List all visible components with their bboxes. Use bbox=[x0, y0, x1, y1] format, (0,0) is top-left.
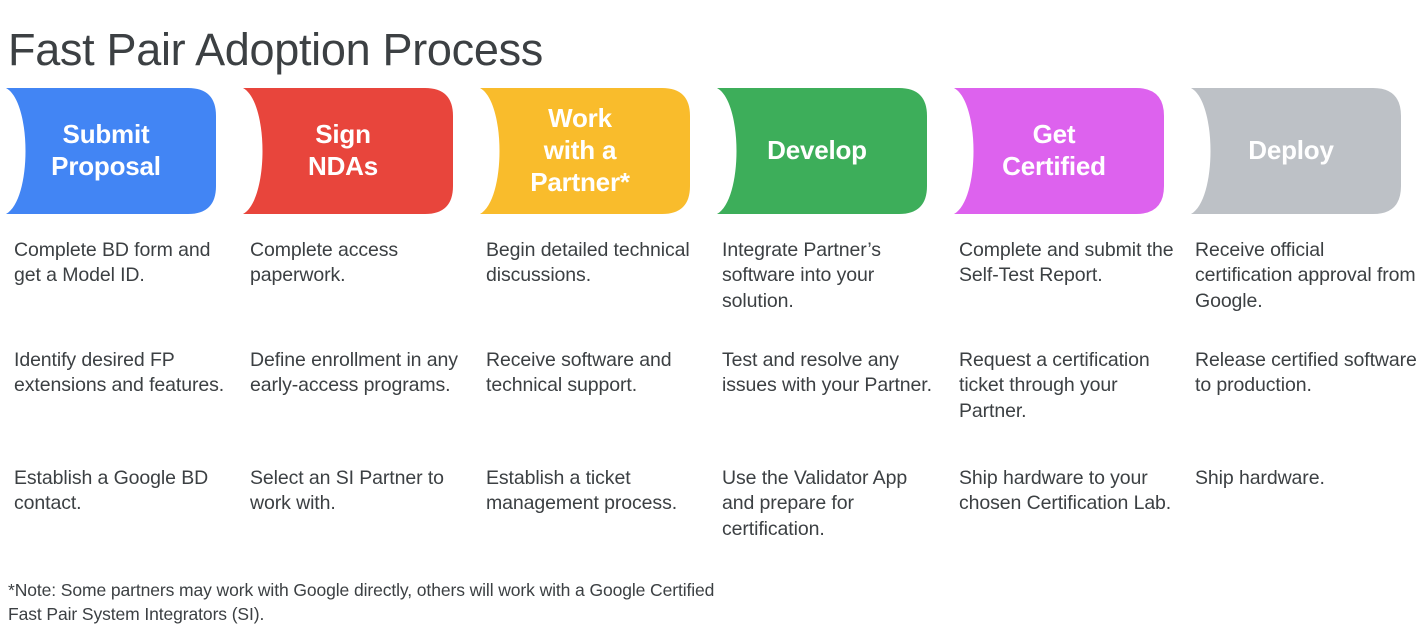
process-step-detail-item: Receive official certification approval … bbox=[1195, 239, 1416, 312]
process-step-banner-develop[interactable]: Develop bbox=[683, 88, 927, 214]
chevron-shape-icon bbox=[1191, 88, 1401, 214]
process-step-detail-item: Request a certification ticket through y… bbox=[959, 349, 1150, 422]
process-step-banner-get-certified[interactable]: Get Certified bbox=[920, 88, 1164, 214]
process-step-detail-item: Receive software and technical support. bbox=[486, 349, 672, 397]
process-step-banner-strip: Submit Proposal Sign NDAs Work with a Part… bbox=[0, 88, 1423, 214]
process-step-detail-item: Ship hardware. bbox=[1195, 467, 1325, 489]
chevron-shape-icon bbox=[717, 88, 927, 214]
process-step-detail-item: Begin detailed technical discussions. bbox=[486, 239, 690, 287]
process-step-detail-item: Ship hardware to your chosen Certificati… bbox=[959, 467, 1172, 515]
process-step-detail-item: Test and resolve any issues with your Pa… bbox=[722, 349, 932, 397]
process-step-banner-deploy[interactable]: Deploy bbox=[1157, 88, 1401, 214]
footnote-note: *Note: Some partners may work with Googl… bbox=[8, 580, 715, 625]
process-step-detail-item: Establish a ticket management process. bbox=[486, 467, 678, 515]
process-step-label-submit-proposal: Submit Proposal bbox=[51, 119, 161, 181]
process-step-detail-item: Integrate Partner’s software into your s… bbox=[722, 239, 881, 312]
process-step-detail-item: Complete and submit the Self-Test Report… bbox=[959, 239, 1174, 287]
process-step-columns: Complete BD form and get a Model ID. Iden… bbox=[0, 238, 1423, 568]
page-title: Fast Pair Adoption Process bbox=[8, 24, 543, 76]
chevron-shape-icon bbox=[954, 88, 1164, 214]
process-step-label-sign-ndas: Sign NDAs bbox=[308, 119, 378, 181]
chevron-shape-icon bbox=[6, 88, 216, 214]
process-step-detail-item: Complete BD form and get a Model ID. bbox=[14, 239, 211, 287]
process-step-label-work-with-a-partner: Work with a Partner* bbox=[530, 103, 630, 197]
process-step-banner-work-with-a-partner[interactable]: Work with a Partner* bbox=[446, 88, 690, 214]
process-step-detail-item: Define enrollment in any early-access pr… bbox=[250, 349, 458, 397]
process-step-detail-item: Release certified software to production… bbox=[1195, 349, 1417, 397]
process-step-detail-item: Use the Validator App and prepare for ce… bbox=[722, 467, 908, 540]
process-step-banner-submit-proposal[interactable]: Submit Proposal bbox=[0, 88, 216, 214]
process-step-label-deploy: Deploy bbox=[1248, 135, 1334, 166]
chevron-shape-icon bbox=[243, 88, 453, 214]
process-step-detail-item: Complete access paperwork. bbox=[250, 239, 399, 287]
chevron-shape-icon bbox=[480, 88, 690, 214]
process-step-label-develop: Develop bbox=[767, 135, 867, 166]
process-step-detail-item: Identify desired FP extensions and featu… bbox=[14, 349, 225, 397]
process-step-label-get-certified: Get Certified bbox=[1002, 119, 1106, 181]
process-step-detail-item: Select an SI Partner to work with. bbox=[250, 467, 444, 515]
process-step-banner-sign-ndas[interactable]: Sign NDAs bbox=[209, 88, 453, 214]
process-step-detail-item: Establish a Google BD contact. bbox=[14, 467, 209, 515]
